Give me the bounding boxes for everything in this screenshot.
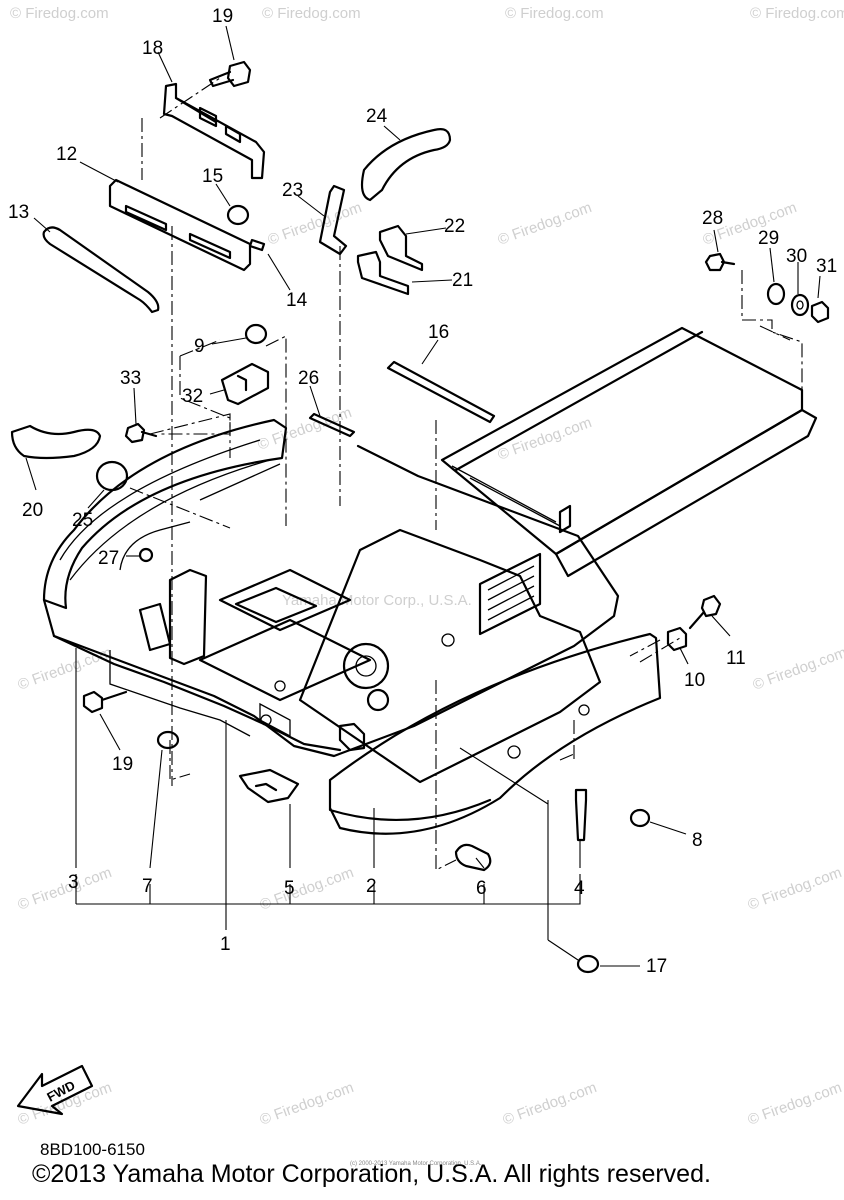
part-grommet-9: [244, 323, 268, 345]
callout-labels: 19 18 12 15 13 14 24 23 22 21 28 29 30 3…: [8, 6, 837, 977]
watermark: © Firedog.com: [746, 1079, 844, 1129]
callout-label: 21: [452, 270, 473, 291]
part-cap-27: [138, 547, 154, 563]
part-clip-32: [220, 362, 270, 406]
watermark: © Firedog.com: [258, 1079, 356, 1129]
part-plug-8: [629, 808, 651, 828]
part-cover-2-hole: [578, 704, 590, 716]
part-rod-23: [318, 184, 348, 256]
callout-label: 20: [22, 500, 43, 521]
callout-label: 9: [194, 336, 205, 357]
part-block-22: [378, 224, 424, 272]
callout-label: 1: [220, 934, 231, 955]
copyright-notice: ©2013 Yamaha Motor Corporation, U.S.A. A…: [32, 1160, 711, 1188]
watermark: © Firedog.com: [750, 5, 844, 22]
callout-label: 4: [574, 878, 585, 899]
callout-label: 13: [8, 202, 29, 223]
callout-label: 23: [282, 180, 303, 201]
callout-label: 19: [212, 6, 233, 27]
part-bolt-33: [124, 422, 158, 444]
callout-label: 27: [98, 548, 119, 569]
part-grommet-15: [226, 204, 250, 226]
part-handle-13: [42, 226, 160, 314]
callout-label: 7: [142, 876, 153, 897]
callout-label: 24: [366, 106, 388, 127]
part-bracket-5: [238, 768, 300, 804]
callout-label: 19: [112, 754, 133, 775]
callout-label: 29: [758, 228, 779, 249]
watermark: © Firedog.com: [505, 5, 604, 22]
part-washer-30: [790, 293, 810, 317]
callout-label: 18: [142, 38, 163, 59]
part-cover-2: [328, 632, 662, 835]
watermark: © Firedog.com: [751, 644, 844, 694]
watermark: © Firedog.com: [266, 199, 364, 249]
watermark: © Firedog.com: [258, 864, 356, 914]
part-strip-16: [386, 360, 496, 424]
callout-label: 15: [202, 166, 223, 187]
part-plug-7: [156, 730, 180, 750]
part-block-21: [356, 250, 410, 296]
part-clamp-6: [454, 843, 492, 872]
callout-label: 3: [68, 872, 79, 893]
watermark: © Firedog.com: [262, 5, 361, 22]
part-bushing-25: [95, 460, 129, 492]
callout-label: 16: [428, 322, 449, 343]
tiny-copyright: (c) 2000-2013 Yamaha Motor Corporation, …: [350, 1161, 482, 1167]
part-nut-10: [666, 626, 688, 652]
watermark: © Firedog.com: [501, 1079, 599, 1129]
watermark: © Firedog.com: [746, 864, 844, 914]
callout-label: 30: [786, 246, 807, 267]
part-bolt-19-top: [208, 60, 252, 88]
part-nut-31: [810, 300, 830, 324]
part-pad-14: [248, 238, 266, 252]
callout-label: 6: [476, 878, 487, 899]
callout-label: 17: [646, 956, 667, 977]
callout-label: 22: [444, 216, 465, 237]
part-rivet-4: [574, 788, 588, 842]
part-code: 8BD100-6150: [40, 1140, 145, 1159]
callout-label: 28: [702, 208, 723, 229]
callout-label: 33: [120, 368, 141, 389]
callout-label: 31: [816, 256, 837, 277]
callout-label: 10: [684, 670, 705, 691]
watermark: © Firedog.com: [16, 644, 114, 694]
watermark: © Firedog.com: [10, 5, 109, 22]
watermark: © Firedog.com: [496, 199, 594, 249]
part-plug-17: [576, 954, 600, 974]
callout-label: 11: [726, 648, 746, 669]
part-strip-26: [308, 412, 356, 438]
callout-label: 12: [56, 144, 77, 165]
callout-label: 2: [366, 876, 377, 897]
part-plate-12: [108, 178, 252, 272]
part-frame-1: [42, 326, 818, 784]
callout-label: 26: [298, 368, 319, 389]
watermark: © Firedog.com: [16, 864, 114, 914]
part-washer-29: [766, 282, 786, 306]
part-bracket-18: [162, 82, 266, 180]
part-cover-2-hole: [507, 745, 521, 759]
watermark: © Firedog.com: [256, 404, 354, 454]
callout-label: 5: [284, 878, 295, 899]
part-washer-30-hole: [796, 300, 804, 310]
part-guard-20: [10, 424, 102, 460]
callout-label: 14: [286, 290, 308, 311]
callout-label: 32: [182, 386, 203, 407]
watermark-layer: © Firedog.com © Firedog.com © Firedog.co…: [10, 5, 844, 1129]
part-bolt-19-lower: [82, 690, 128, 714]
callout-label: 25: [72, 510, 93, 531]
leader-lines: [25, 25, 821, 967]
part-bolt-28: [704, 252, 736, 272]
part-bolt-11: [688, 594, 722, 630]
watermark-yamaha: Yamaha Motor Corp., U.S.A.: [282, 592, 472, 609]
callout-label: 8: [692, 830, 703, 851]
part-grip-24: [360, 128, 452, 202]
assembly-lines: [129, 77, 803, 871]
